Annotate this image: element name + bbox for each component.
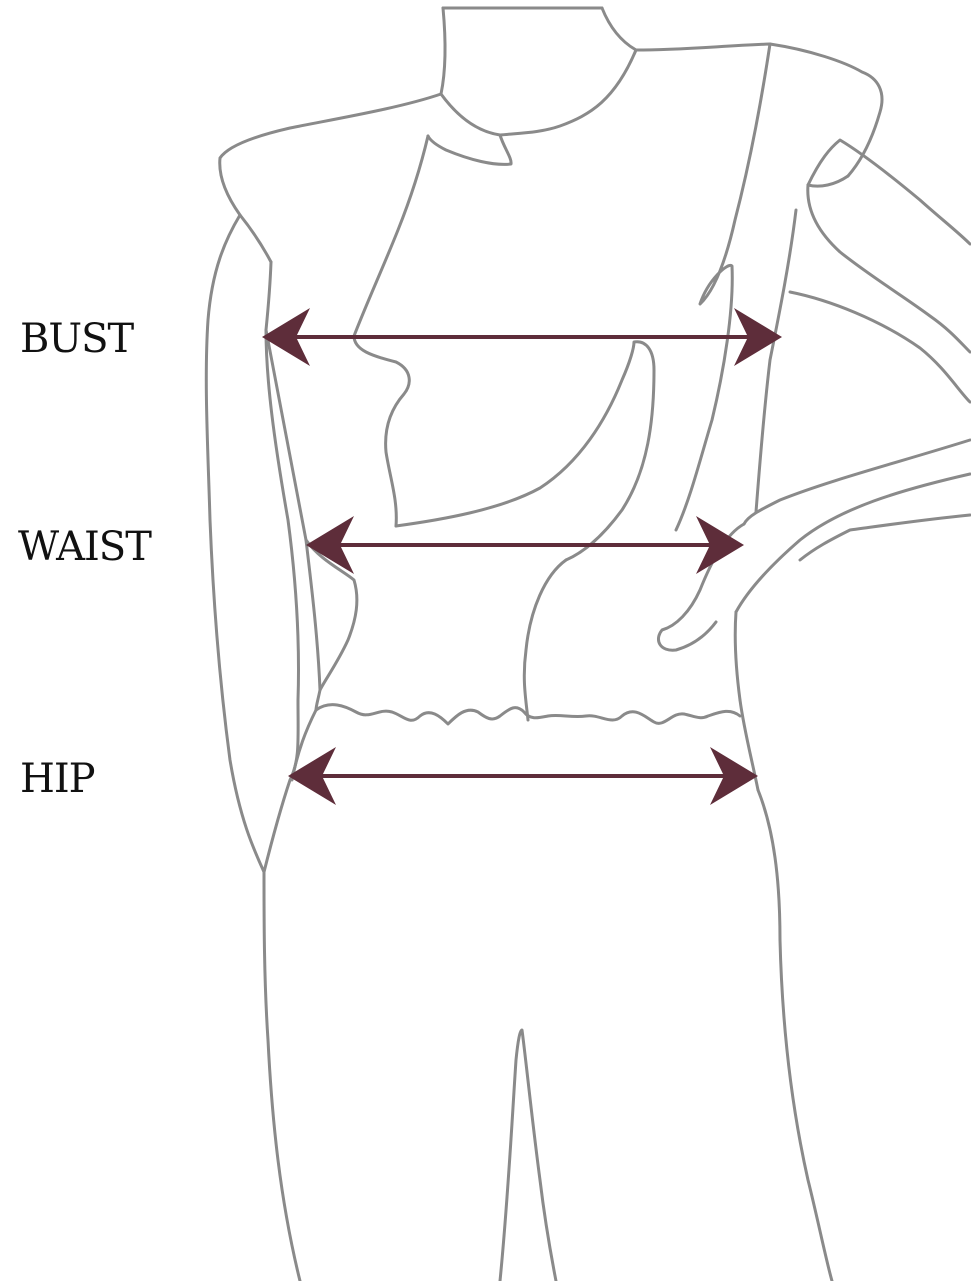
- body-outline: [206, 8, 970, 1281]
- right-forearm-bottom: [736, 474, 970, 612]
- torso-left: [266, 330, 320, 690]
- bust-label: BUST: [20, 316, 135, 362]
- measurement-labels: BUST WAIST HIP: [18, 316, 152, 802]
- right-arm-under: [808, 185, 970, 352]
- lapel-left: [354, 136, 428, 526]
- neck-right: [602, 8, 636, 50]
- neck-left: [441, 8, 445, 94]
- right-arm-upper: [808, 140, 970, 244]
- trouser-inseam: [500, 1030, 556, 1281]
- left-shoulder: [220, 94, 441, 262]
- collar: [441, 50, 636, 135]
- lapel-right: [676, 44, 770, 530]
- front-fold: [524, 560, 566, 720]
- drape-fold: [396, 342, 654, 560]
- hip-arrow: [288, 747, 758, 805]
- waist-label: WAIST: [18, 524, 152, 570]
- trouser-left-outer: [264, 872, 300, 1281]
- left-arm-outer: [206, 215, 264, 872]
- lapel-right-edge: [756, 210, 796, 512]
- trouser-right-outer: [758, 790, 832, 1281]
- right-hip: [735, 612, 740, 700]
- hip-label: HIP: [20, 756, 95, 802]
- bust-arrow: [262, 308, 782, 366]
- right-shoulder-inner: [808, 176, 848, 186]
- right-arm-lower: [790, 292, 970, 402]
- collar-fold: [428, 135, 511, 164]
- measurement-arrows: [262, 308, 782, 805]
